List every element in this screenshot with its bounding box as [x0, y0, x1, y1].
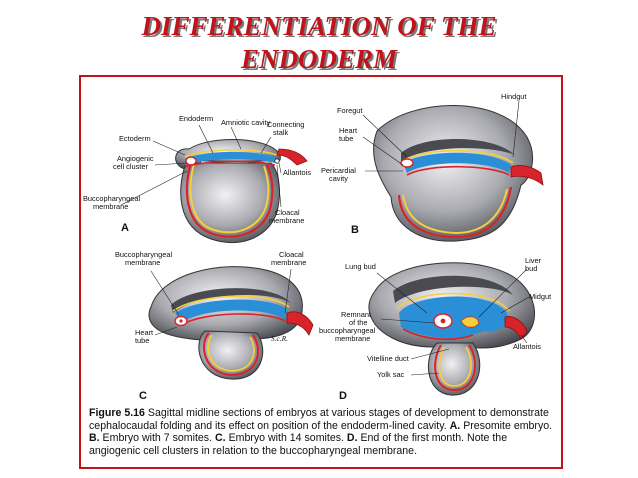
label-angiogenic-1: Angiogenic: [117, 154, 154, 163]
figure-frame: Endoderm Amniotic cavity Connecting stal…: [79, 75, 563, 469]
label-cloacal-c-1: Cloacal: [279, 250, 304, 259]
panel-letter-a: A: [121, 222, 129, 234]
label-vitelline-duct: Vitelline duct: [367, 354, 409, 363]
slide-title-line-1: DIFFERENTIATION OF THE: [141, 11, 497, 41]
panel-b-labels: Hindgut Foregut Heart tube Pericardial c…: [321, 92, 526, 236]
panel-b-embryo: [373, 105, 544, 242]
caption-d-text: End of the first month. Note the angioge…: [89, 432, 508, 457]
label-bucco-c-2: membrane: [125, 258, 160, 267]
panel-c-embryo: [148, 266, 314, 380]
panel-a-labels: Endoderm Amniotic cavity Connecting stal…: [83, 114, 311, 234]
label-allantois-d: Allantois: [513, 342, 541, 351]
caption-b-text: Embryo with 7 somites.: [102, 432, 213, 445]
label-pericardial-2: cavity: [329, 174, 348, 183]
panel-d-embryo: [368, 262, 535, 396]
label-bucco-c-1: Buccopharyngeal: [115, 250, 172, 259]
panel-letter-c: C: [139, 390, 147, 402]
caption-c-letter: C.: [215, 432, 226, 445]
panel-c-labels: Buccopharyngeal membrane Cloacal membran…: [115, 250, 306, 402]
label-cloacal-c-2: membrane: [271, 258, 306, 267]
label-allantois-a: Allantois: [283, 168, 311, 177]
label-heart-tube-c-2: tube: [135, 336, 149, 345]
label-liver-bud-1: Liver: [525, 256, 542, 265]
label-heart-tube-b-1: Heart: [339, 126, 357, 135]
label-foregut: Foregut: [337, 106, 362, 115]
label-amniotic-cavity: Amniotic cavity: [221, 118, 271, 127]
label-remnant-3: buccopharyngeal: [319, 326, 376, 335]
slide-title-line-2: ENDODERM: [240, 44, 398, 74]
caption-a-text: Presomite embryo.: [463, 419, 553, 432]
label-pericardial-1: Pericardial: [321, 166, 356, 175]
panel-a-embryo: [175, 139, 308, 243]
caption-c-text: Embryo with 14 somites.: [228, 432, 344, 445]
label-remnant-1: Remnant: [341, 310, 371, 319]
artist-signature: S.c.R.: [271, 334, 288, 343]
label-angiogenic-2: cell cluster: [113, 162, 148, 171]
panel-d-labels: Lung bud Liver bud Midgut Remnant of the…: [319, 256, 551, 402]
label-bucco-a-1: Buccopharyngeal: [83, 194, 140, 203]
figure-caption: Figure 5.16 Sagittal midline sections of…: [89, 407, 559, 457]
label-heart-tube-c-1: Heart: [135, 328, 153, 337]
label-connecting-stalk-1: Connecting: [267, 120, 304, 129]
panel-letter-b: B: [351, 224, 359, 236]
label-liver-bud-2: bud: [525, 264, 537, 273]
label-heart-tube-b-2: tube: [339, 134, 353, 143]
panel-letter-d: D: [339, 390, 347, 402]
label-hindgut: Hindgut: [501, 92, 526, 101]
label-yolk-sac: Yolk sac: [377, 370, 405, 379]
caption-text: Sagittal midline sections of embryos at …: [89, 407, 549, 432]
caption-figure-label: Figure 5.16: [89, 407, 145, 419]
label-cloacal-a-1: Cloacal: [275, 208, 300, 217]
label-cloacal-a-2: membrane: [269, 216, 304, 225]
caption-d-letter: D.: [346, 432, 358, 445]
label-connecting-stalk-2: stalk: [273, 128, 289, 137]
caption-b-letter: B.: [89, 432, 100, 445]
label-remnant-2: of the: [349, 318, 368, 327]
label-lung-bud: Lung bud: [345, 262, 376, 271]
label-remnant-4: membrane: [335, 334, 370, 343]
label-midgut: Midgut: [529, 292, 551, 301]
label-ectoderm: Ectoderm: [119, 134, 151, 143]
caption-a-letter: A.: [449, 419, 461, 432]
label-endoderm: Endoderm: [179, 114, 213, 123]
figure-illustration: Endoderm Amniotic cavity Connecting stal…: [83, 92, 551, 402]
label-bucco-a-2: membrane: [93, 202, 128, 211]
